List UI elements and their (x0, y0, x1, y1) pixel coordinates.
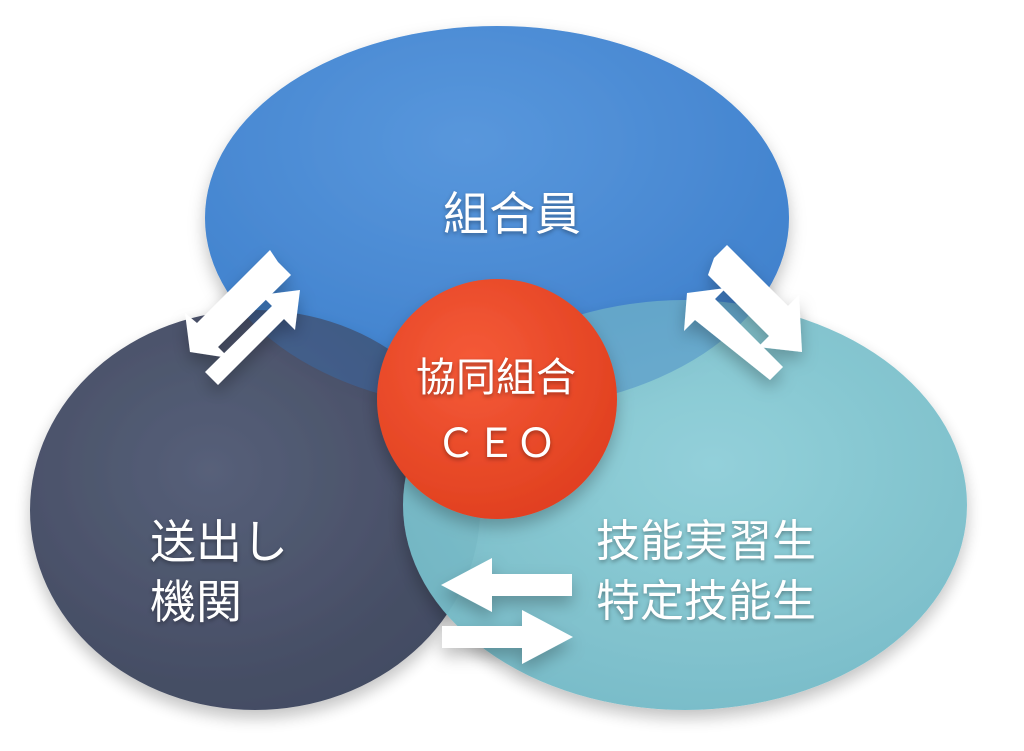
node-center-label: 協同組合 ＣＥＯ (375, 345, 617, 477)
arrows-top-right (684, 245, 802, 380)
node-right-line-1: 技能実習生 (596, 516, 816, 567)
node-center-circle (377, 279, 617, 519)
arrow-to-top-2 (684, 288, 783, 380)
arrows-top-left (185, 250, 300, 385)
arrow-to-left (185, 250, 291, 358)
node-left-label: 送出し 機関 (150, 512, 288, 632)
node-top-label: 組合員 (443, 187, 581, 241)
node-left-ellipse (30, 310, 480, 710)
arrows-bottom (441, 558, 573, 664)
node-center-line-1: 協同組合 (416, 355, 576, 401)
node-left-line-2: 機関 (150, 575, 242, 629)
arrow-to-right-bottom (442, 610, 573, 664)
arrow-to-top (205, 290, 300, 385)
node-center-line-2: ＣＥＯ (436, 421, 556, 467)
node-right-line-2: 特定技能生 (596, 576, 816, 627)
node-top-overlap (205, 26, 789, 410)
node-right-label: 技能実習生 特定技能生 (596, 512, 816, 632)
node-left-line-1: 送出し (150, 515, 288, 569)
arrow-to-left-bottom (441, 558, 572, 612)
arrow-to-right (708, 245, 802, 352)
